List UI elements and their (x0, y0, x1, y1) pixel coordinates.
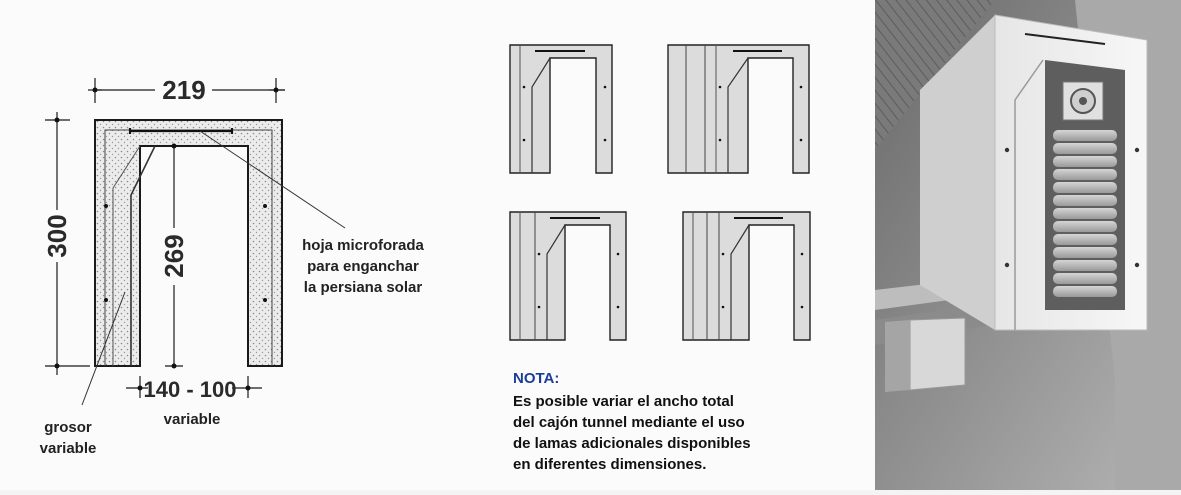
box-inner-sheet (112, 145, 141, 366)
opening-variable-label: variable (164, 411, 221, 428)
product-photo (875, 0, 1181, 490)
note-line-2: del cajón tunnel mediante el uso (513, 414, 745, 431)
variants-panel: NOTA: Es posible variar el ancho total d… (480, 0, 875, 490)
technical-drawing-panel: 219 300 269 140 - 100 variable hoja micr… (0, 0, 480, 490)
mesh-label-line1: hoja microforada (302, 237, 424, 254)
screw-marker (1134, 147, 1140, 153)
screw-marker (104, 298, 108, 302)
support-block (909, 317, 966, 391)
width-value: 219 (162, 75, 205, 105)
note-line-1: Es posible variar el ancho total (513, 393, 734, 410)
variants-drawing: NOTA: Es posible variar el ancho total d… (509, 44, 811, 473)
note-line-3: de lamas adicionales disponibles (513, 435, 751, 452)
tunnel-box-render (875, 0, 1181, 490)
dimension-endpoint (137, 385, 143, 391)
box-variant-2 (667, 44, 810, 174)
screw-marker (1004, 147, 1010, 153)
thickness-leader-line (81, 291, 126, 406)
screw-marker (263, 298, 267, 302)
opening-value: 140 - 100 (144, 377, 237, 402)
thickness-label-line1: grosor (44, 419, 92, 436)
box-side-face (920, 15, 995, 330)
roller-slats (1053, 130, 1117, 297)
box-variant-4 (682, 211, 811, 341)
screw-marker (1004, 262, 1010, 268)
dimension-endpoint (171, 363, 177, 369)
dimension-endpoint (171, 143, 177, 149)
box-top-rail (1024, 33, 1106, 45)
box-variant-1 (509, 44, 613, 174)
box-variant-3 (509, 211, 627, 341)
dimension-endpoint (273, 87, 279, 93)
mesh-label-line2: para enganchar (307, 258, 419, 275)
box-outer-profile (94, 119, 283, 367)
note-line-4: en diferentes dimensiones. (513, 456, 706, 473)
dimension-endpoint (245, 385, 251, 391)
screw-marker (1134, 262, 1140, 268)
note-title: NOTA: (513, 370, 559, 387)
dimension-endpoint (92, 87, 98, 93)
box-left-wall-lining (130, 145, 156, 366)
mesh-leader-line (199, 130, 346, 229)
screw-marker (263, 204, 267, 208)
height-dimension (45, 112, 90, 375)
inner-height-value: 269 (159, 234, 189, 277)
dimension-endpoint (54, 363, 60, 369)
screw-marker (104, 204, 108, 208)
mesh-label-line3: la persiana solar (304, 279, 423, 296)
tunnel-box-section-drawing: 219 300 269 140 - 100 variable hoja micr… (40, 75, 425, 457)
mesh-rail (128, 128, 234, 134)
dimension-endpoint (54, 117, 60, 123)
thickness-label-line2: variable (40, 440, 97, 457)
height-value: 300 (42, 214, 72, 257)
